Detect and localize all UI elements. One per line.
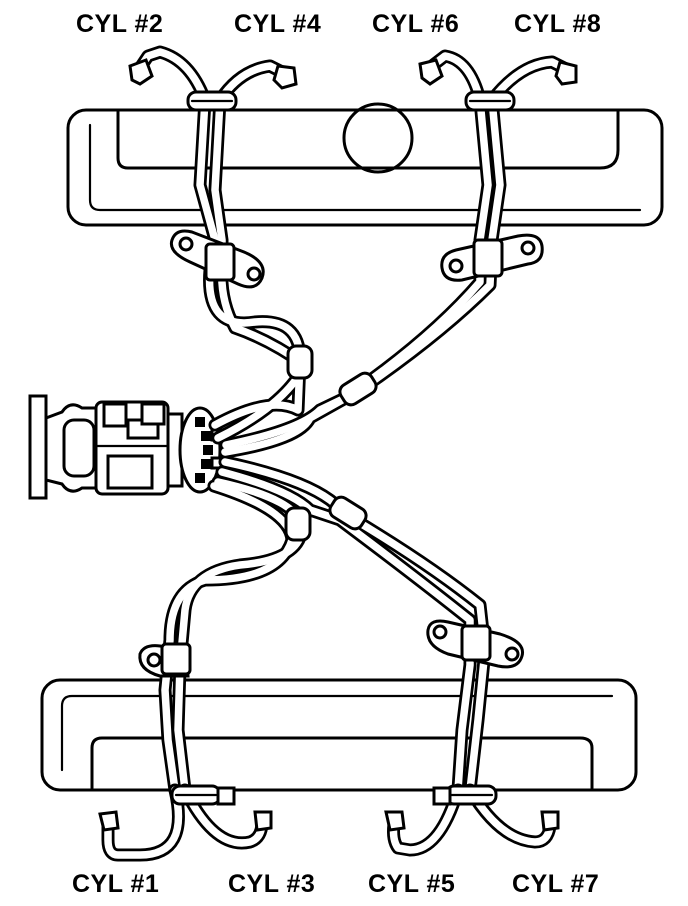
injection-pump [28,394,234,500]
line-clamps [138,90,544,806]
label-cyl-7: CYL #7 [512,870,600,898]
top-valve-cover [66,102,664,227]
label-cyl-4: CYL #4 [234,10,322,38]
label-cyl-1: CYL #1 [72,870,160,898]
label-cyl-6: CYL #6 [372,10,460,38]
label-cyl-5: CYL #5 [368,870,456,898]
label-cyl-8: CYL #8 [514,10,602,38]
bottom-injector-tips [98,783,560,862]
label-cyl-3: CYL #3 [228,870,316,898]
bottom-valve-cover [40,678,638,792]
label-cyl-2: CYL #2 [76,10,164,38]
oil-filler-cap [342,102,414,174]
